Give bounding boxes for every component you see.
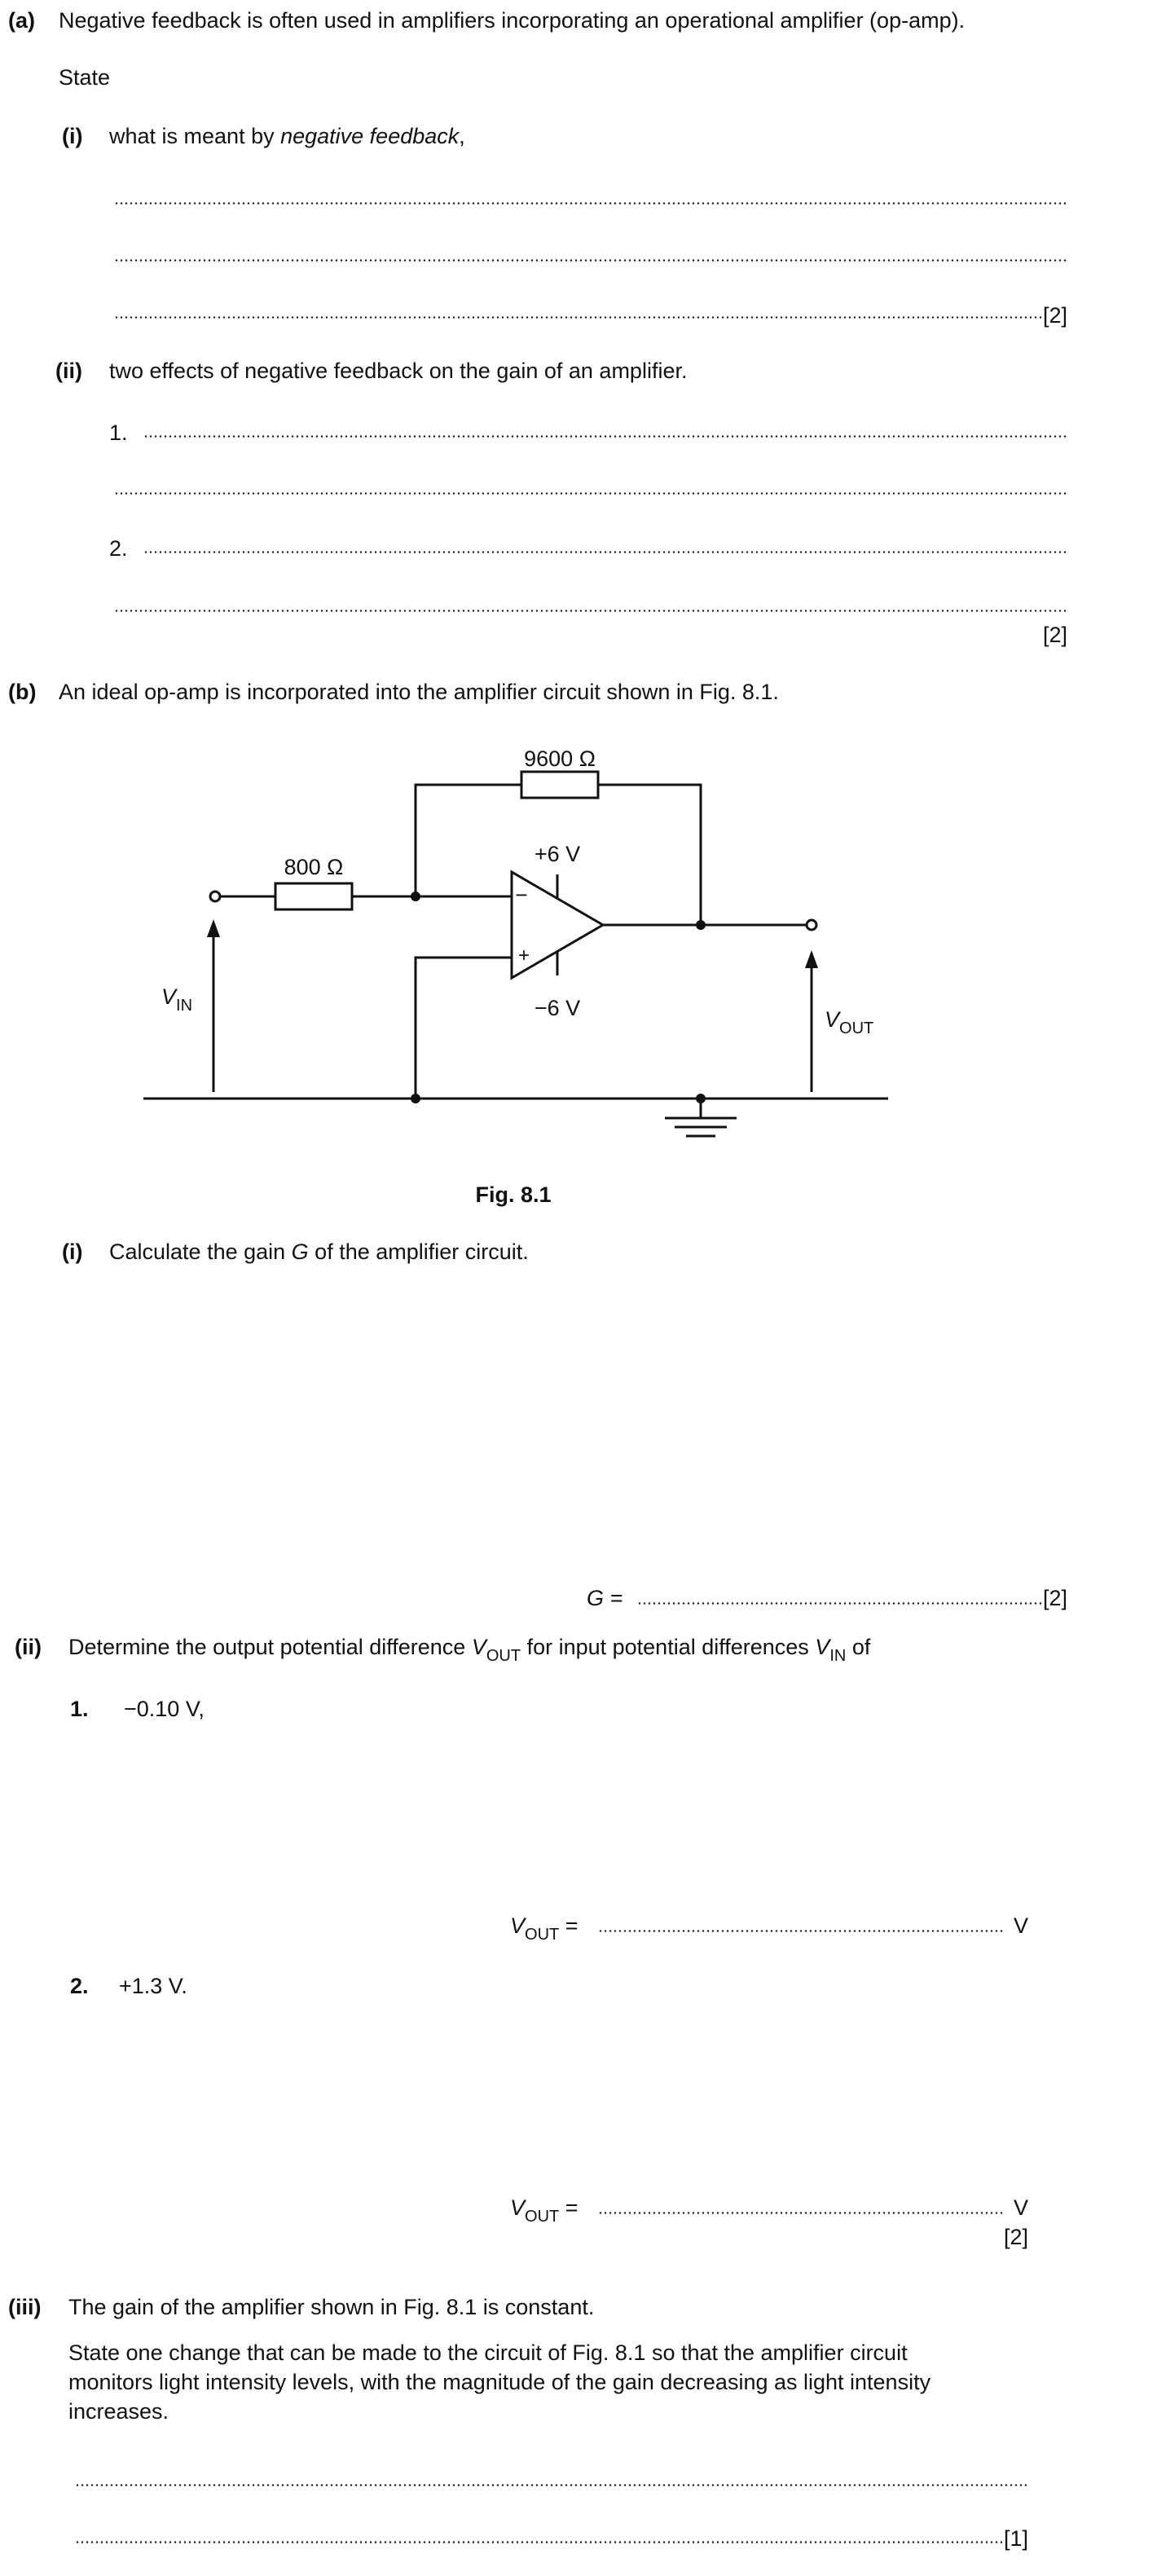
- part-a-state: State: [59, 65, 111, 90]
- input-resistor: [274, 882, 354, 911]
- answer-line[interactable]: [143, 551, 1067, 553]
- answer-line[interactable]: [637, 1602, 1043, 1605]
- part-a-intro: Negative feedback is often used in ampli…: [59, 8, 966, 33]
- part-b-iii-label: (iii): [8, 2295, 42, 2319]
- answer-line[interactable]: [114, 316, 1043, 319]
- part-a-i-question: what is meant by negative feedback,: [109, 124, 465, 148]
- unit-label: V: [1014, 1913, 1029, 1938]
- part-a-label: (a): [8, 8, 35, 33]
- input-value-1: −0.10 V,: [124, 1697, 205, 1721]
- positive-supply-label: +6 V: [535, 842, 580, 866]
- item-number: 1.: [109, 421, 128, 445]
- marks-label: [2]: [1043, 1586, 1068, 1610]
- part-b-i-question: Calculate the gain G of the amplifier ci…: [109, 1240, 529, 1264]
- input-resistor-label: 800 Ω: [284, 855, 344, 879]
- input-terminal: [209, 890, 222, 903]
- vout-label: VOUT: [825, 1007, 873, 1037]
- part-b-iii-paragraph-line: monitors light intensity levels, with th…: [68, 2370, 931, 2394]
- output-terminal: [805, 918, 818, 931]
- item-number: 1.: [70, 1697, 89, 1721]
- item-number: 2.: [70, 1974, 89, 1998]
- answer-line[interactable]: [114, 610, 1067, 612]
- figure-caption: Fig. 8.1: [475, 1182, 551, 1207]
- answer-line[interactable]: [114, 202, 1067, 205]
- part-b-label: (b): [8, 680, 37, 704]
- non-inverting-input-sign: +: [518, 945, 530, 967]
- negative-supply-label: −6 V: [535, 996, 580, 1020]
- part-b-iii-paragraph-line: State one change that can be made to the…: [68, 2340, 908, 2365]
- item-number: 2.: [109, 536, 128, 561]
- part-b-intro: An ideal op-amp is incorporated into the…: [59, 680, 779, 704]
- gain-answer-label: G =: [587, 1586, 623, 1610]
- marks-label: [2]: [1043, 623, 1068, 647]
- feedback-resistor: [520, 770, 600, 799]
- answer-line[interactable]: [598, 2212, 1005, 2214]
- answer-line[interactable]: [114, 492, 1067, 495]
- vout-answer-label: VOUT =: [510, 2195, 578, 2226]
- answer-line[interactable]: [143, 435, 1067, 438]
- part-b-i-label: (i): [62, 1240, 83, 1264]
- answer-line[interactable]: [114, 259, 1067, 262]
- part-b-ii-question: Determine the output potential differenc…: [68, 1635, 871, 1665]
- feedback-resistor-label: 9600 Ω: [524, 746, 596, 771]
- part-a-ii-label: (ii): [55, 359, 82, 383]
- part-a-ii-question: two effects of negative feedback on the …: [109, 359, 688, 383]
- marks-label: [2]: [1004, 2225, 1029, 2249]
- part-a-i-label: (i): [62, 124, 83, 148]
- vout-answer-label: VOUT =: [510, 1913, 578, 1944]
- marks-label: [2]: [1043, 303, 1068, 328]
- input-value-2: +1.3 V.: [119, 1974, 187, 1998]
- answer-line[interactable]: [75, 2541, 1004, 2543]
- unit-label: V: [1014, 2195, 1029, 2220]
- part-b-ii-label: (ii): [15, 1635, 42, 1659]
- answer-line[interactable]: [75, 2484, 1027, 2486]
- part-b-iii-paragraph-line: increases.: [68, 2399, 169, 2424]
- vin-label: VIN: [161, 984, 192, 1015]
- circuit-diagram: 9600 Ω 800 Ω +6 V −6 V − + VIN VOUT Fig.…: [143, 746, 888, 1207]
- part-b-iii-question: The gain of the amplifier shown in Fig. …: [68, 2295, 595, 2319]
- marks-label: [1]: [1004, 2526, 1029, 2551]
- inverting-input-sign: −: [515, 883, 527, 907]
- answer-line[interactable]: [598, 1930, 1005, 1932]
